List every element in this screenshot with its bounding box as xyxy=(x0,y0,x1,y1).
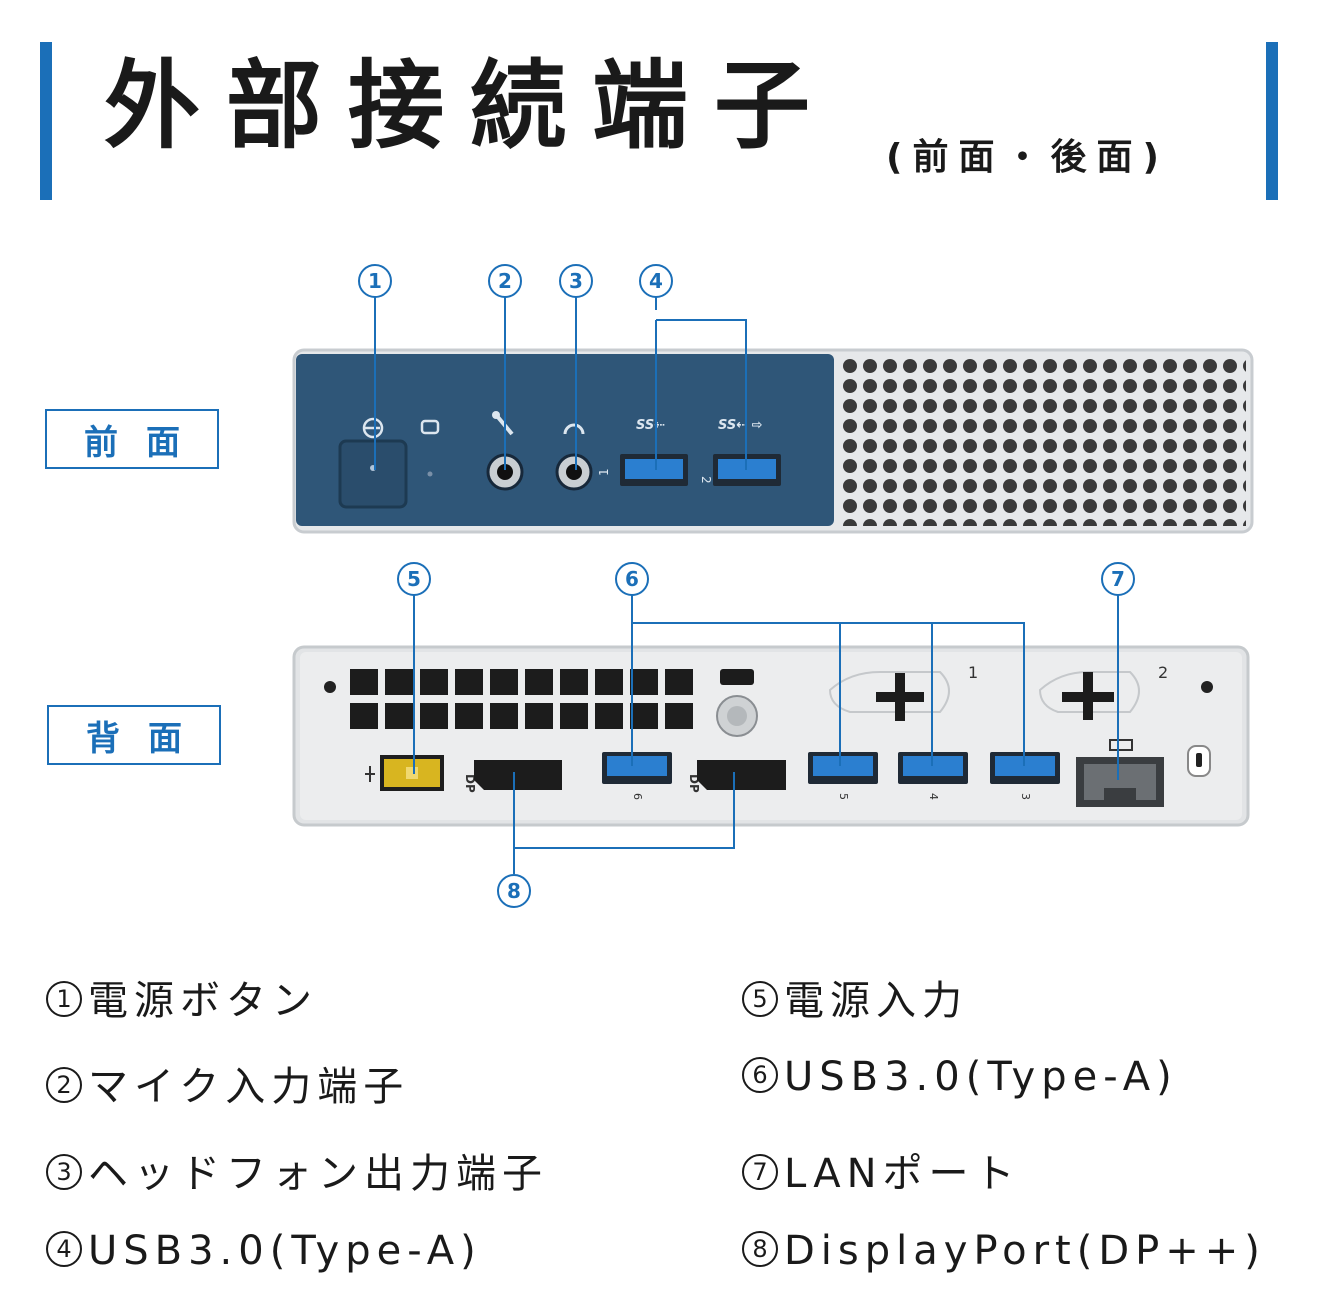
marker-1: 1 xyxy=(358,264,392,298)
front-usb-number-1: 1 xyxy=(597,468,611,476)
legend-text: 電源入力 xyxy=(784,978,968,1024)
front-usb-number-2: 2 xyxy=(699,476,713,484)
legend-text: USB3.0(Type-A) xyxy=(88,1228,482,1274)
right-accent-bar xyxy=(1266,42,1278,200)
kensington-slot xyxy=(720,669,754,685)
dp-logo-1: DP xyxy=(463,774,477,793)
bay-number-2: 2 xyxy=(1158,663,1168,682)
ss-usb-logo-1: SS⇠ xyxy=(636,418,665,433)
left-accent-bar xyxy=(40,42,52,200)
front-label: 前面 xyxy=(45,409,219,469)
rear-usb-number-3: 3 xyxy=(1019,793,1032,800)
legend-number: 4 xyxy=(46,1231,82,1267)
legend-number: 6 xyxy=(742,1057,778,1093)
legend-number: 5 xyxy=(742,981,778,1017)
marker-6: 6 xyxy=(615,562,649,596)
legend-number: 1 xyxy=(46,981,82,1017)
legend-text: USB3.0(Type-A) xyxy=(784,1054,1178,1100)
rear-usb-number-4: 4 xyxy=(927,793,940,800)
legend-text: LANポート xyxy=(784,1151,1021,1197)
legend-number: 3 xyxy=(46,1154,82,1190)
page-title: 外部接続端子 xyxy=(104,50,836,162)
legend-text: ヘッドフォン出力端子 xyxy=(88,1151,548,1197)
legend-text: DisplayPort(DP++) xyxy=(784,1228,1266,1274)
leader-lines xyxy=(374,297,1119,874)
drive-activity-icon xyxy=(420,419,440,435)
displayport-1 xyxy=(474,760,562,790)
headphone-icon xyxy=(563,423,585,435)
network-icon xyxy=(1109,739,1133,751)
marker-7: 7 xyxy=(1101,562,1135,596)
marker-3: 3 xyxy=(559,264,593,298)
power-input-icon xyxy=(365,766,375,782)
marker-2: 2 xyxy=(488,264,522,298)
marker-4: 4 xyxy=(639,264,673,298)
bay-number-1: 1 xyxy=(968,663,978,682)
marker-5: 5 xyxy=(397,562,431,596)
rear-label: 背面 xyxy=(47,705,221,765)
legend-number: 2 xyxy=(46,1067,82,1103)
front-unit: SS⇠ SS⇠ ⇨ 1 2 xyxy=(292,348,1254,534)
rear-usb-number-5: 5 xyxy=(837,793,850,800)
legend-text: マイク入力端子 xyxy=(88,1064,410,1110)
page-subtitle: (前面・後面) xyxy=(886,137,1169,178)
legend-number: 7 xyxy=(742,1154,778,1190)
displayport-2 xyxy=(697,760,786,790)
legend-number: 8 xyxy=(742,1231,778,1267)
marker-8: 8 xyxy=(497,874,531,908)
vent-grille xyxy=(350,669,693,729)
legend-text: 電源ボタン xyxy=(88,978,318,1024)
ss-usb-logo-2: SS⇠ ⇨ xyxy=(718,418,763,433)
rear-usb-number-6: 6 xyxy=(631,793,644,800)
rear-unit: 1 2 DP DP 6 5 4 3 xyxy=(292,645,1250,827)
power-button xyxy=(338,439,408,509)
